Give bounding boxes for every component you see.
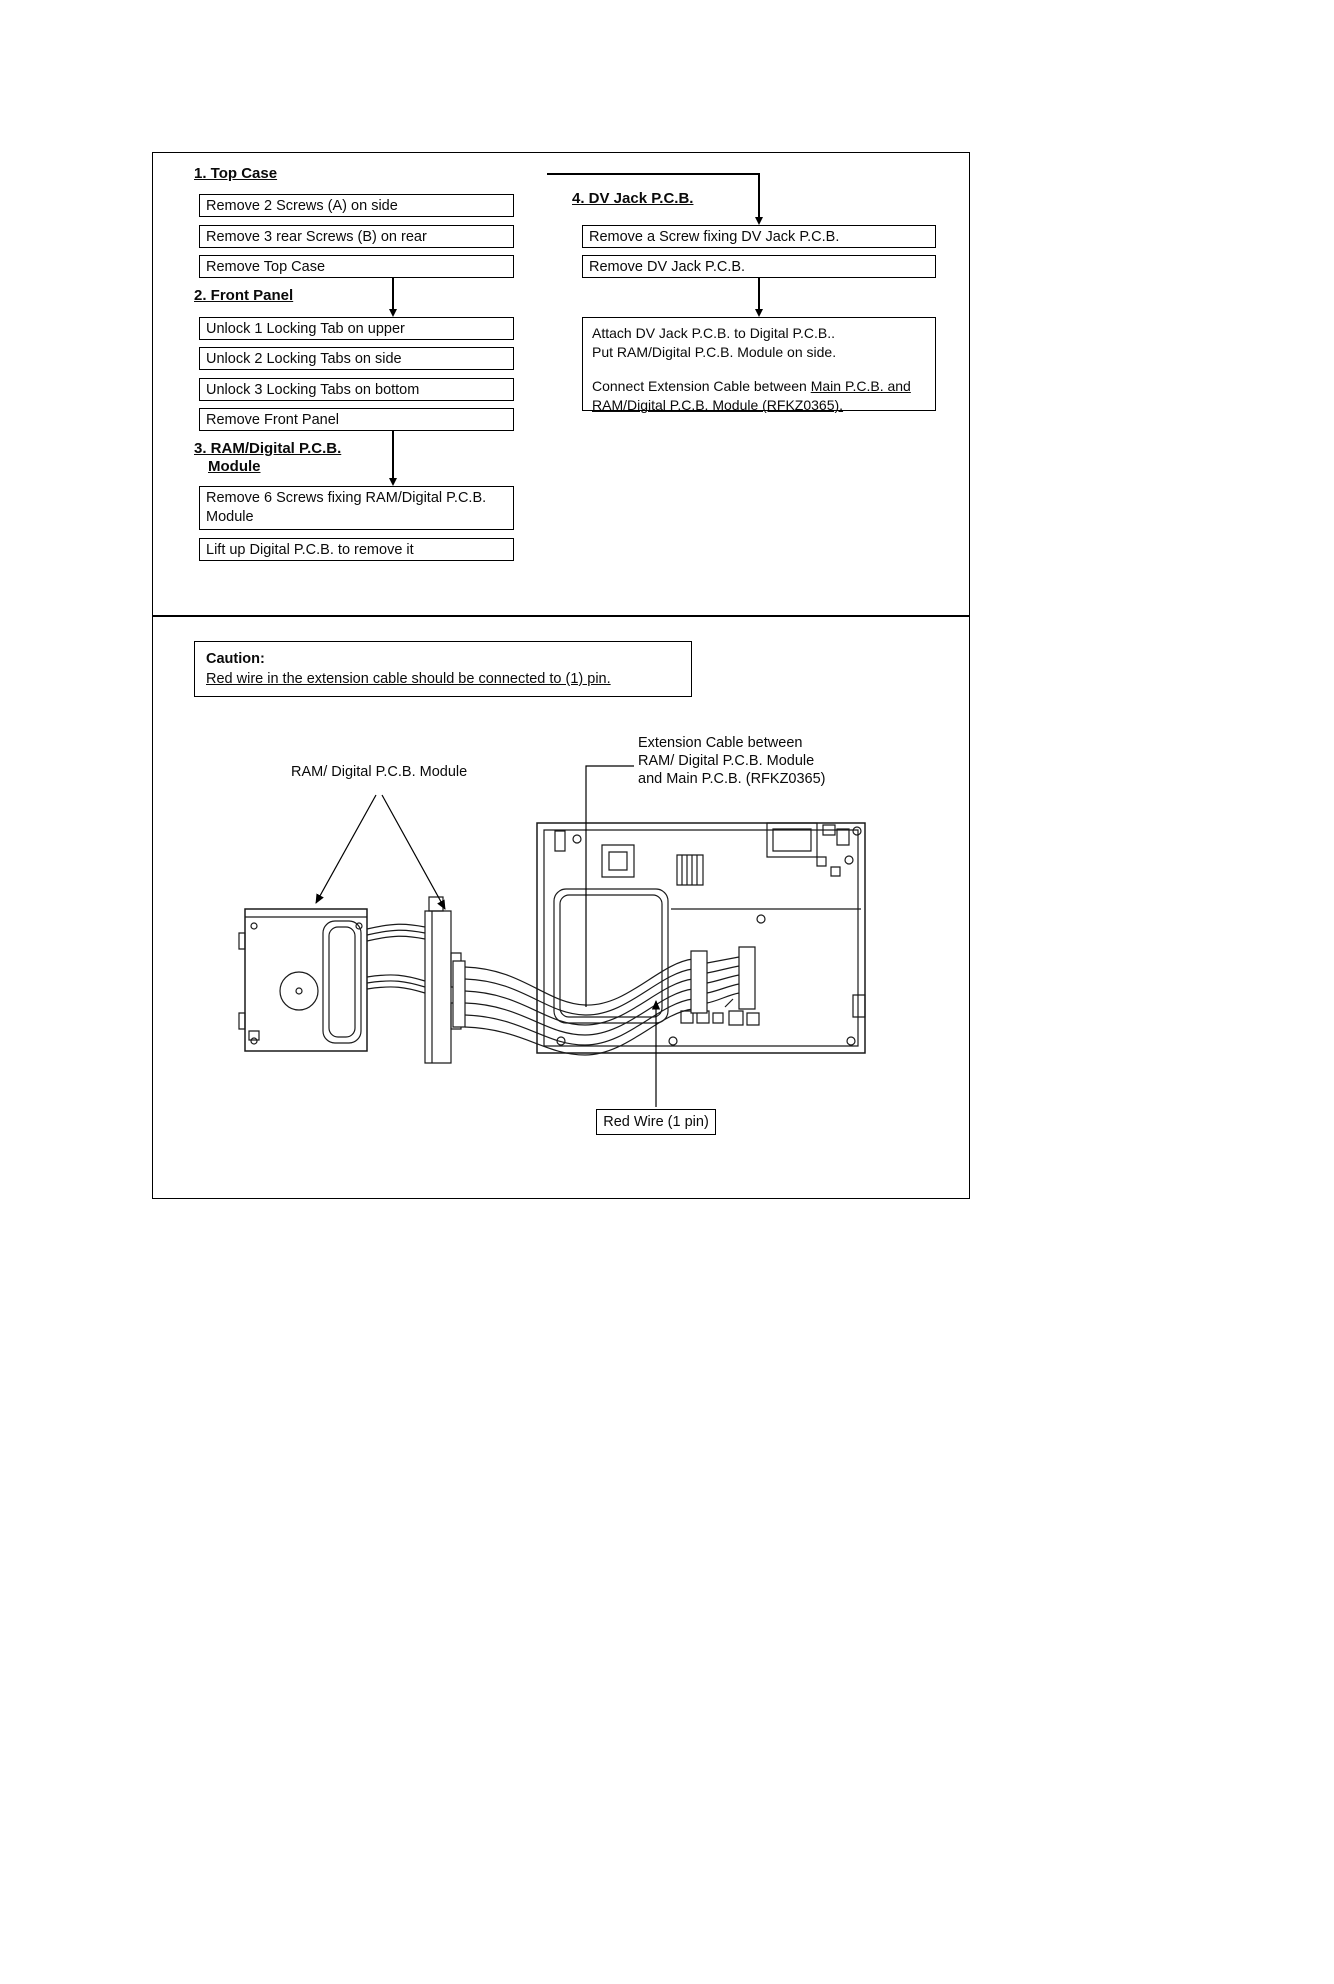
note-line-2: Put RAM/Digital P.C.B. Module on side. <box>592 344 837 360</box>
caution-title: Caution: <box>206 651 265 667</box>
down-arrow-icon <box>754 173 764 225</box>
section-heading-ram-digital-pcb-line2: Module <box>208 458 261 475</box>
module-label: RAM/ Digital P.C.B. Module <box>291 764 468 780</box>
exploded-view-drawing <box>153 617 969 1200</box>
module-bracket-drawing <box>367 897 461 1063</box>
note-line-4: RAM/Digital P.C.B. Module (RFKZ0365). <box>592 397 844 413</box>
diagram-panel: Caution: Red wire in the extension cable… <box>152 616 970 1199</box>
flow-connector-line <box>547 173 759 175</box>
step-remove-2-screws: Remove 2 Screws (A) on side <box>199 194 514 217</box>
step-remove-front-panel: Remove Front Panel <box>199 408 514 431</box>
extension-cable-label-line3: and Main P.C.B. (RFKZ0365) <box>638 771 826 787</box>
note-line-1: Attach DV Jack P.C.B. to Digital P.C.B.. <box>592 325 836 341</box>
main-chassis-drawing <box>537 823 865 1053</box>
step-unlock-2-tabs: Unlock 2 Locking Tabs on side <box>199 347 514 370</box>
ribbon-cable-drawing <box>453 947 755 1055</box>
step-unlock-3-tabs: Unlock 3 Locking Tabs on bottom <box>199 378 514 401</box>
procedure-panel: 1. Top Case Remove 2 Screws (A) on side … <box>152 152 970 616</box>
down-arrow-icon <box>388 278 398 317</box>
extension-cable-label-line2: RAM/ Digital P.C.B. Module <box>638 753 815 769</box>
down-arrow-icon <box>388 431 398 486</box>
ram-digital-module-drawing <box>239 909 367 1051</box>
caution-text: Red wire in the extension cable should b… <box>206 671 611 687</box>
leader-lines <box>316 766 661 1107</box>
red-wire-label: Red Wire (1 pin) <box>596 1109 716 1135</box>
step-unlock-1-tab: Unlock 1 Locking Tab on upper <box>199 317 514 340</box>
step-remove-6-screws: Remove 6 Screws fixing RAM/Digital P.C.B… <box>199 486 514 530</box>
attach-connect-note: Attach DV Jack P.C.B. to Digital P.C.B..… <box>582 317 936 413</box>
step-remove-top-case: Remove Top Case <box>199 255 514 278</box>
caution-box: Caution: Red wire in the extension cable… <box>194 641 692 697</box>
step-remove-dv-jack: Remove DV Jack P.C.B. <box>582 255 936 278</box>
step-lift-up-digital-pcb: Lift up Digital P.C.B. to remove it <box>199 538 514 561</box>
extension-cable-label-line1: Extension Cable between <box>638 735 803 751</box>
step-remove-3-rear-screws: Remove 3 rear Screws (B) on rear <box>199 225 514 248</box>
down-arrow-icon <box>754 278 764 317</box>
section-heading-top-case: 1. Top Case <box>194 165 278 182</box>
section-heading-dv-jack-pcb: 4. DV Jack P.C.B. <box>572 190 694 207</box>
section-heading-ram-digital-pcb: 3. RAM/Digital P.C.B. <box>194 440 342 457</box>
step-remove-screw-dv-jack: Remove a Screw fixing DV Jack P.C.B. <box>582 225 936 248</box>
section-heading-front-panel: 2. Front Panel <box>194 287 294 304</box>
note-line-3: Connect Extension Cable between Main P.C… <box>592 378 911 394</box>
extension-cable-label: Extension Cable between RAM/ Digital P.C… <box>638 734 826 788</box>
